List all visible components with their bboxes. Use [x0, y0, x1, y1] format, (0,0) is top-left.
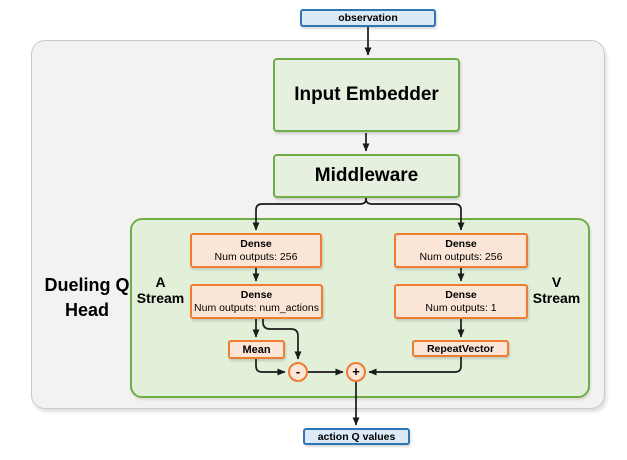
- a-stream-label-line2: Stream: [136, 290, 185, 306]
- dense-a1-box: Dense Num outputs: 256: [190, 233, 322, 268]
- dueling-q-head-label-line2: Head: [64, 300, 109, 320]
- a-stream-label-line1: A: [155, 274, 166, 290]
- dense-v1-title: Dense: [445, 238, 477, 250]
- v-stream-label-line2: Stream: [532, 290, 581, 306]
- v-stream-label-line1: V: [551, 274, 562, 290]
- input-embedder-box: Input Embedder: [273, 58, 460, 132]
- dense-v2-subtitle: Num outputs: 1: [425, 302, 497, 314]
- plus-circle: +: [346, 362, 366, 382]
- a-stream-label: A Stream: [132, 274, 189, 306]
- repeat-vector-box: RepeatVector: [412, 340, 509, 357]
- observation-box: observation: [300, 9, 436, 27]
- dense-v1-box: Dense Num outputs: 256: [394, 233, 528, 268]
- dueling-q-head-label-line1: Dueling Q: [44, 275, 130, 295]
- dense-a1-title: Dense: [240, 238, 272, 250]
- dense-v2-box: Dense Num outputs: 1: [394, 284, 528, 319]
- dense-a2-title: Dense: [240, 289, 273, 301]
- dueling-q-head-label: Dueling Q Head: [28, 273, 146, 323]
- v-stream-label: V Stream: [528, 274, 585, 306]
- dense-v2-title: Dense: [445, 289, 477, 301]
- action-q-values-box: action Q values: [303, 428, 410, 445]
- dense-a2-box: Dense Num outputs: num_actions: [190, 284, 323, 319]
- dense-a2-subtitle: Num outputs: num_actions: [194, 302, 319, 314]
- dense-a1-subtitle: Num outputs: 256: [214, 251, 298, 263]
- dense-v1-subtitle: Num outputs: 256: [419, 251, 503, 263]
- minus-circle: -: [288, 362, 308, 382]
- middleware-box: Middleware: [273, 154, 460, 198]
- mean-box: Mean: [228, 340, 285, 359]
